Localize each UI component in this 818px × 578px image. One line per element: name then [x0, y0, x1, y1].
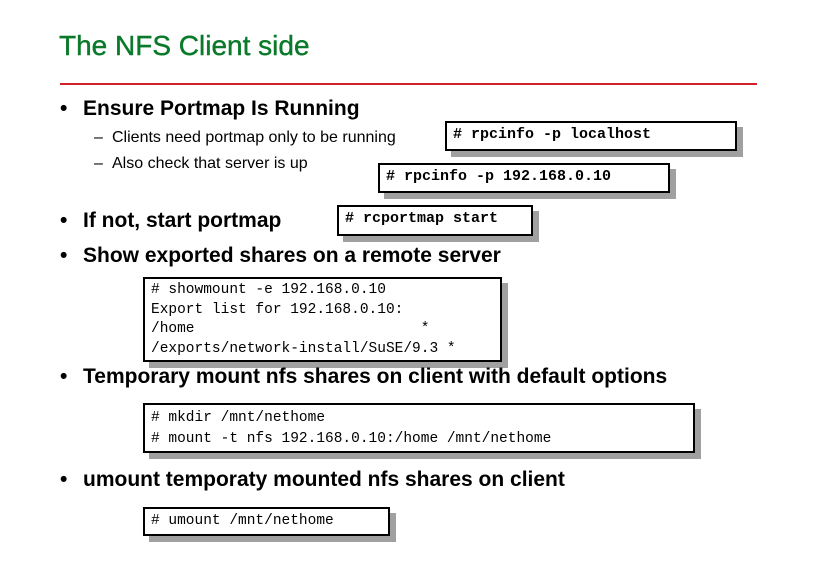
- title-divider: [60, 83, 757, 85]
- bullet-text: Ensure Portmap Is Running: [83, 97, 360, 120]
- code-line: # mount -t nfs 192.168.0.10:/home /mnt/n…: [151, 431, 552, 447]
- sub-bullet-server-up: –Also check that server is up: [94, 155, 308, 172]
- code-line: # showmount -e 192.168.0.10: [151, 282, 386, 298]
- bullet-show-exports: •Show exported shares on a remote server: [60, 244, 501, 267]
- sub-bullet-text: Also check that server is up: [112, 155, 308, 172]
- bullet-text: If not, start portmap: [83, 209, 282, 232]
- bullet-temporary-mount: •Temporary mount nfs shares on client wi…: [60, 365, 668, 388]
- sub-bullet-text: Clients need portmap only to be running: [112, 129, 396, 146]
- bullet-start-portmap: •If not, start portmap: [60, 209, 282, 232]
- command-umount: # umount /mnt/nethome: [143, 507, 390, 536]
- slide-title: The NFS Client side: [59, 30, 310, 61]
- code-line: # mkdir /mnt/nethome: [151, 410, 326, 426]
- command-rpcinfo-localhost: # rpcinfo -p localhost: [445, 121, 737, 151]
- command-rpcinfo-remote: # rpcinfo -p 192.168.0.10: [378, 163, 670, 193]
- bullet-ensure-portmap: •Ensure Portmap Is Running: [60, 97, 360, 120]
- bullet-text: Temporary mount nfs shares on client wit…: [83, 365, 668, 388]
- sub-bullet-clients: –Clients need portmap only to be running: [94, 129, 396, 146]
- bullet-text: Show exported shares on a remote server: [83, 244, 501, 267]
- code-line: Export list for 192.168.0.10:: [151, 301, 404, 318]
- code-line: /exports/network-install/SuSE/9.3 *: [151, 340, 456, 357]
- bullet-text: umount temporaty mounted nfs shares on c…: [83, 468, 565, 491]
- command-mount: # mkdir /mnt/nethome # mount -t nfs 192.1…: [143, 403, 695, 453]
- bullet-umount: •umount temporaty mounted nfs shares on …: [60, 468, 565, 491]
- command-rcportmap: # rcportmap start: [337, 205, 533, 236]
- code-line: /home *: [151, 321, 430, 337]
